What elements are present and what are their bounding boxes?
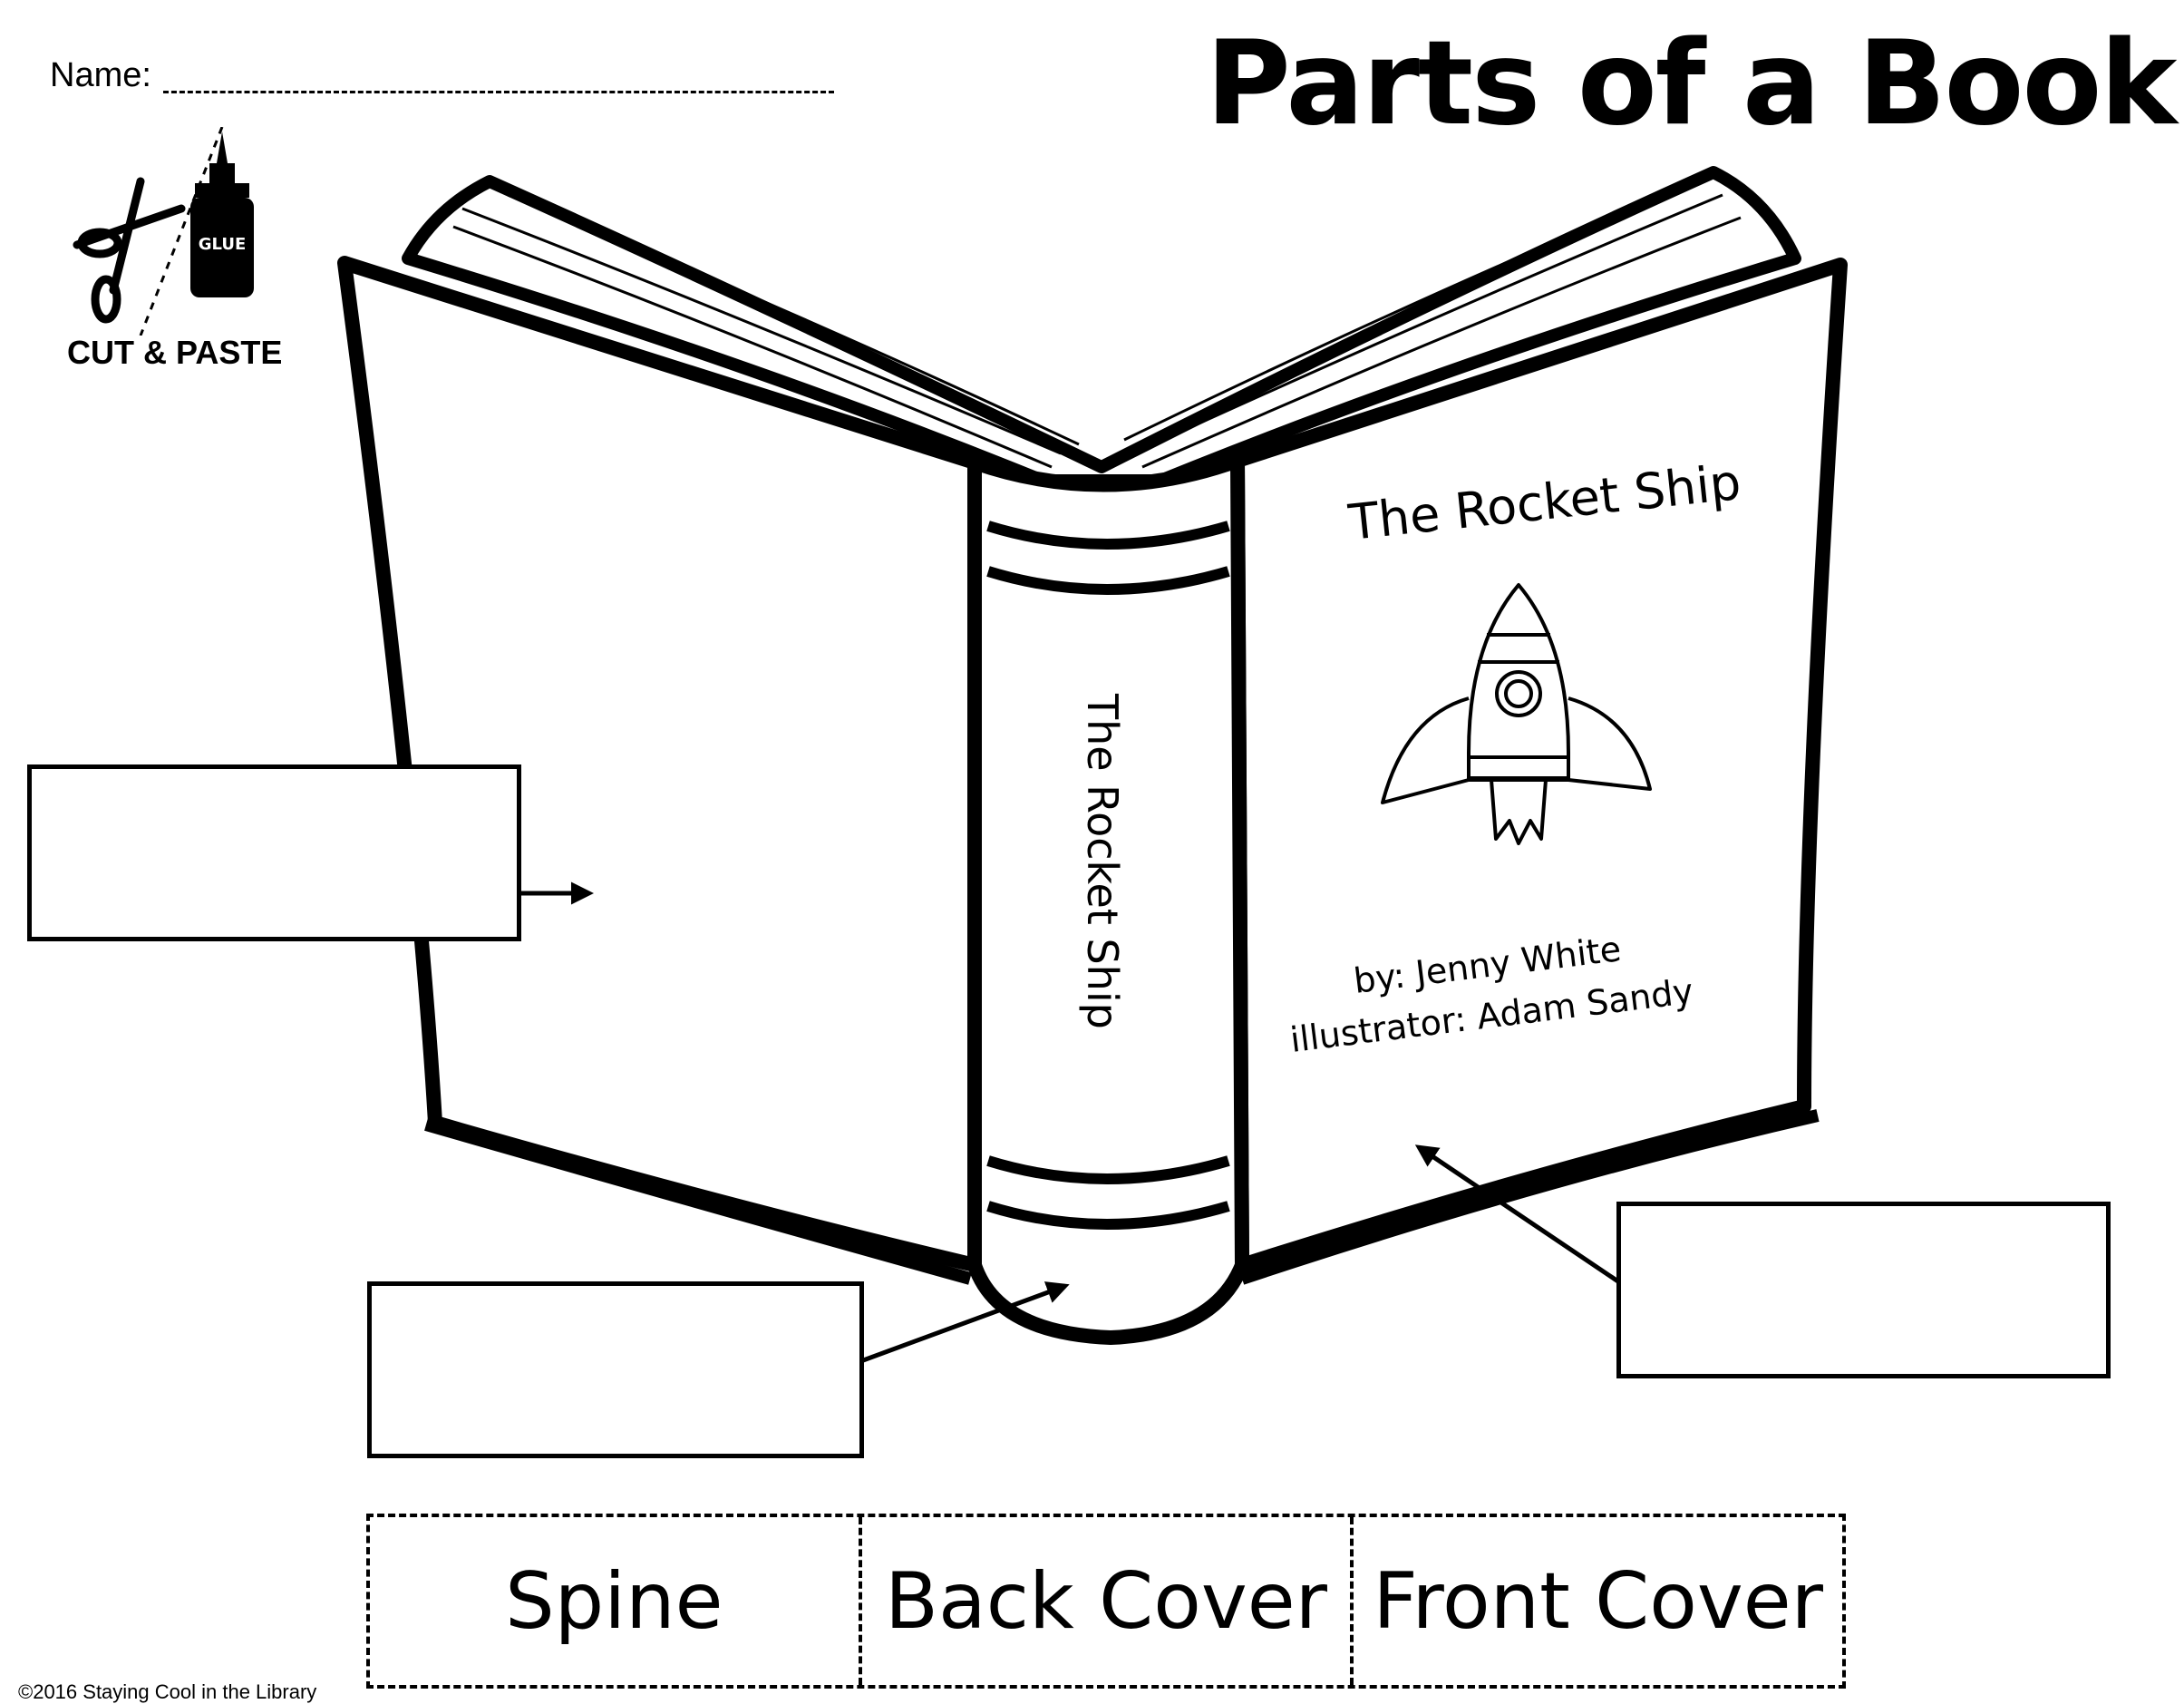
copyright-footer: ©2016 Staying Cool in the Library <box>18 1680 317 1703</box>
cut-word-front-cover[interactable]: Front Cover <box>1350 1517 1842 1685</box>
cut-paste-icons: GLUE <box>73 127 254 336</box>
name-write-line[interactable] <box>163 91 834 93</box>
book-pages <box>402 166 1801 487</box>
scissors-icon <box>73 177 186 324</box>
front-cover <box>1230 258 1848 1272</box>
page-lines <box>452 184 1742 469</box>
spine-bands <box>986 521 1230 1230</box>
glue-bottle-icon: GLUE <box>190 131 254 297</box>
page-title: Parts of a Book <box>1206 16 2177 151</box>
label-box-back-cover[interactable] <box>27 764 521 941</box>
cut-word-spine[interactable]: Spine <box>505 1555 723 1647</box>
spine-title: The Rocket Ship <box>1078 693 1127 1029</box>
arrow-right <box>1414 1144 1643 1300</box>
cut-word-back-cover[interactable]: Back Cover <box>858 1517 1351 1685</box>
label-box-spine[interactable] <box>367 1281 864 1458</box>
rocket-icon <box>1381 583 1652 845</box>
book-spine <box>967 453 1249 1345</box>
name-label: Name: <box>50 56 151 94</box>
label-box-front-cover[interactable] <box>1616 1202 2111 1378</box>
cut-strip: Spine Back Cover Front Cover <box>366 1514 1846 1689</box>
glue-label: GLUE <box>199 235 247 254</box>
back-cover <box>337 256 982 1272</box>
arrow-bottom <box>838 1281 1070 1372</box>
cut-paste-label: CUT & PASTE <box>67 334 283 371</box>
